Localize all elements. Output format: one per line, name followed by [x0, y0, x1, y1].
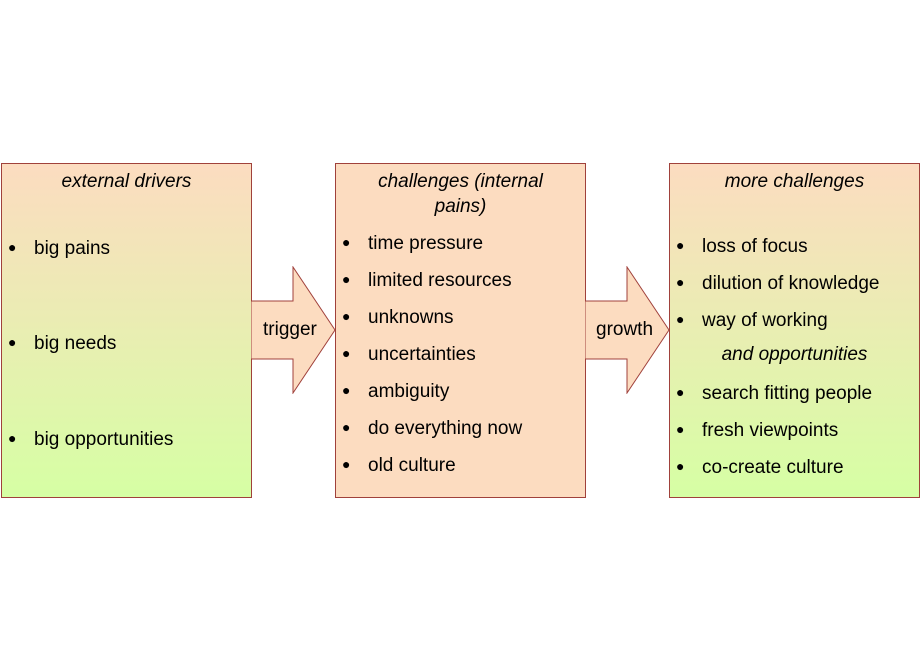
list-item-label: do everything now [368, 418, 523, 439]
list-item-label: limited resources [368, 270, 512, 291]
list-item: ● unknowns [342, 305, 585, 329]
bullet-icon: ● [8, 239, 17, 255]
external-drivers-box: external drivers ● big pains ● big needs ●… [1, 163, 252, 498]
more-challenges-box: more challenges ● loss of focus ● dilution… [669, 163, 920, 498]
bullet-icon: ● [676, 384, 685, 400]
bullet-icon: ● [342, 234, 351, 250]
list-item: ● fresh viewpoints [676, 418, 919, 442]
growth-arrow [585, 266, 670, 394]
list-item-label: search fitting people [702, 383, 873, 404]
list-item-label: big pains [34, 238, 111, 259]
list-item-label: way of working [702, 310, 828, 331]
list-item-label: time pressure [368, 233, 484, 254]
list-item: ● old culture [342, 453, 585, 477]
list-item: ● search fitting people [676, 381, 919, 405]
list-item: ● big needs [8, 331, 251, 355]
bullet-icon: ● [342, 271, 351, 287]
list-item: ● ambiguity [342, 379, 585, 403]
bullet-icon: ● [342, 345, 351, 361]
list-item: ● big opportunities [8, 427, 251, 451]
list-item-label: uncertainties [368, 344, 476, 365]
list-item: ● way of working [676, 308, 919, 332]
list-item: ● big pains [8, 236, 251, 260]
bullet-icon: ● [342, 419, 351, 435]
bullet-icon: ● [676, 274, 685, 290]
list-item-label: co-create culture [702, 457, 844, 478]
list-item-label: unknowns [368, 307, 454, 328]
box-title: more challenges [724, 171, 865, 192]
list-item-label: big needs [34, 333, 117, 354]
list-item: ● limited resources [342, 268, 585, 292]
bullet-icon: ● [342, 456, 351, 472]
list-item: ● time pressure [342, 231, 585, 255]
list-item: ● co-create culture [676, 455, 919, 479]
bullet-icon: ● [676, 237, 685, 253]
bullet-icon: ● [8, 334, 17, 350]
list-item: ● dilution of knowledge [676, 271, 919, 295]
trigger-label: trigger [263, 319, 317, 340]
trigger-arrow [251, 266, 336, 394]
list-item-label: fresh viewpoints [702, 420, 839, 441]
bullet-icon: ● [8, 430, 17, 446]
list-item: ● uncertainties [342, 342, 585, 366]
list-item-label: dilution of knowledge [702, 273, 880, 294]
list-item-label: big opportunities [34, 429, 174, 450]
bullet-icon: ● [676, 421, 685, 437]
list-item-label: loss of focus [702, 236, 808, 257]
bullet-icon: ● [342, 382, 351, 398]
list-item: ● do everything now [342, 416, 585, 440]
list-item: ● loss of focus [676, 234, 919, 258]
list-item-label: old culture [368, 455, 456, 476]
challenges-box: challenges (internal pains) ● time pressu… [335, 163, 586, 498]
box-title: challenges (internal pains) [378, 171, 543, 217]
bullet-icon: ● [676, 458, 685, 474]
list-item-label: ambiguity [368, 381, 450, 402]
opportunities-subheading: and opportunities [721, 344, 868, 365]
box-title: external drivers [61, 171, 192, 192]
growth-label: growth [596, 319, 654, 340]
bullet-icon: ● [676, 311, 685, 327]
bullet-icon: ● [342, 308, 351, 324]
